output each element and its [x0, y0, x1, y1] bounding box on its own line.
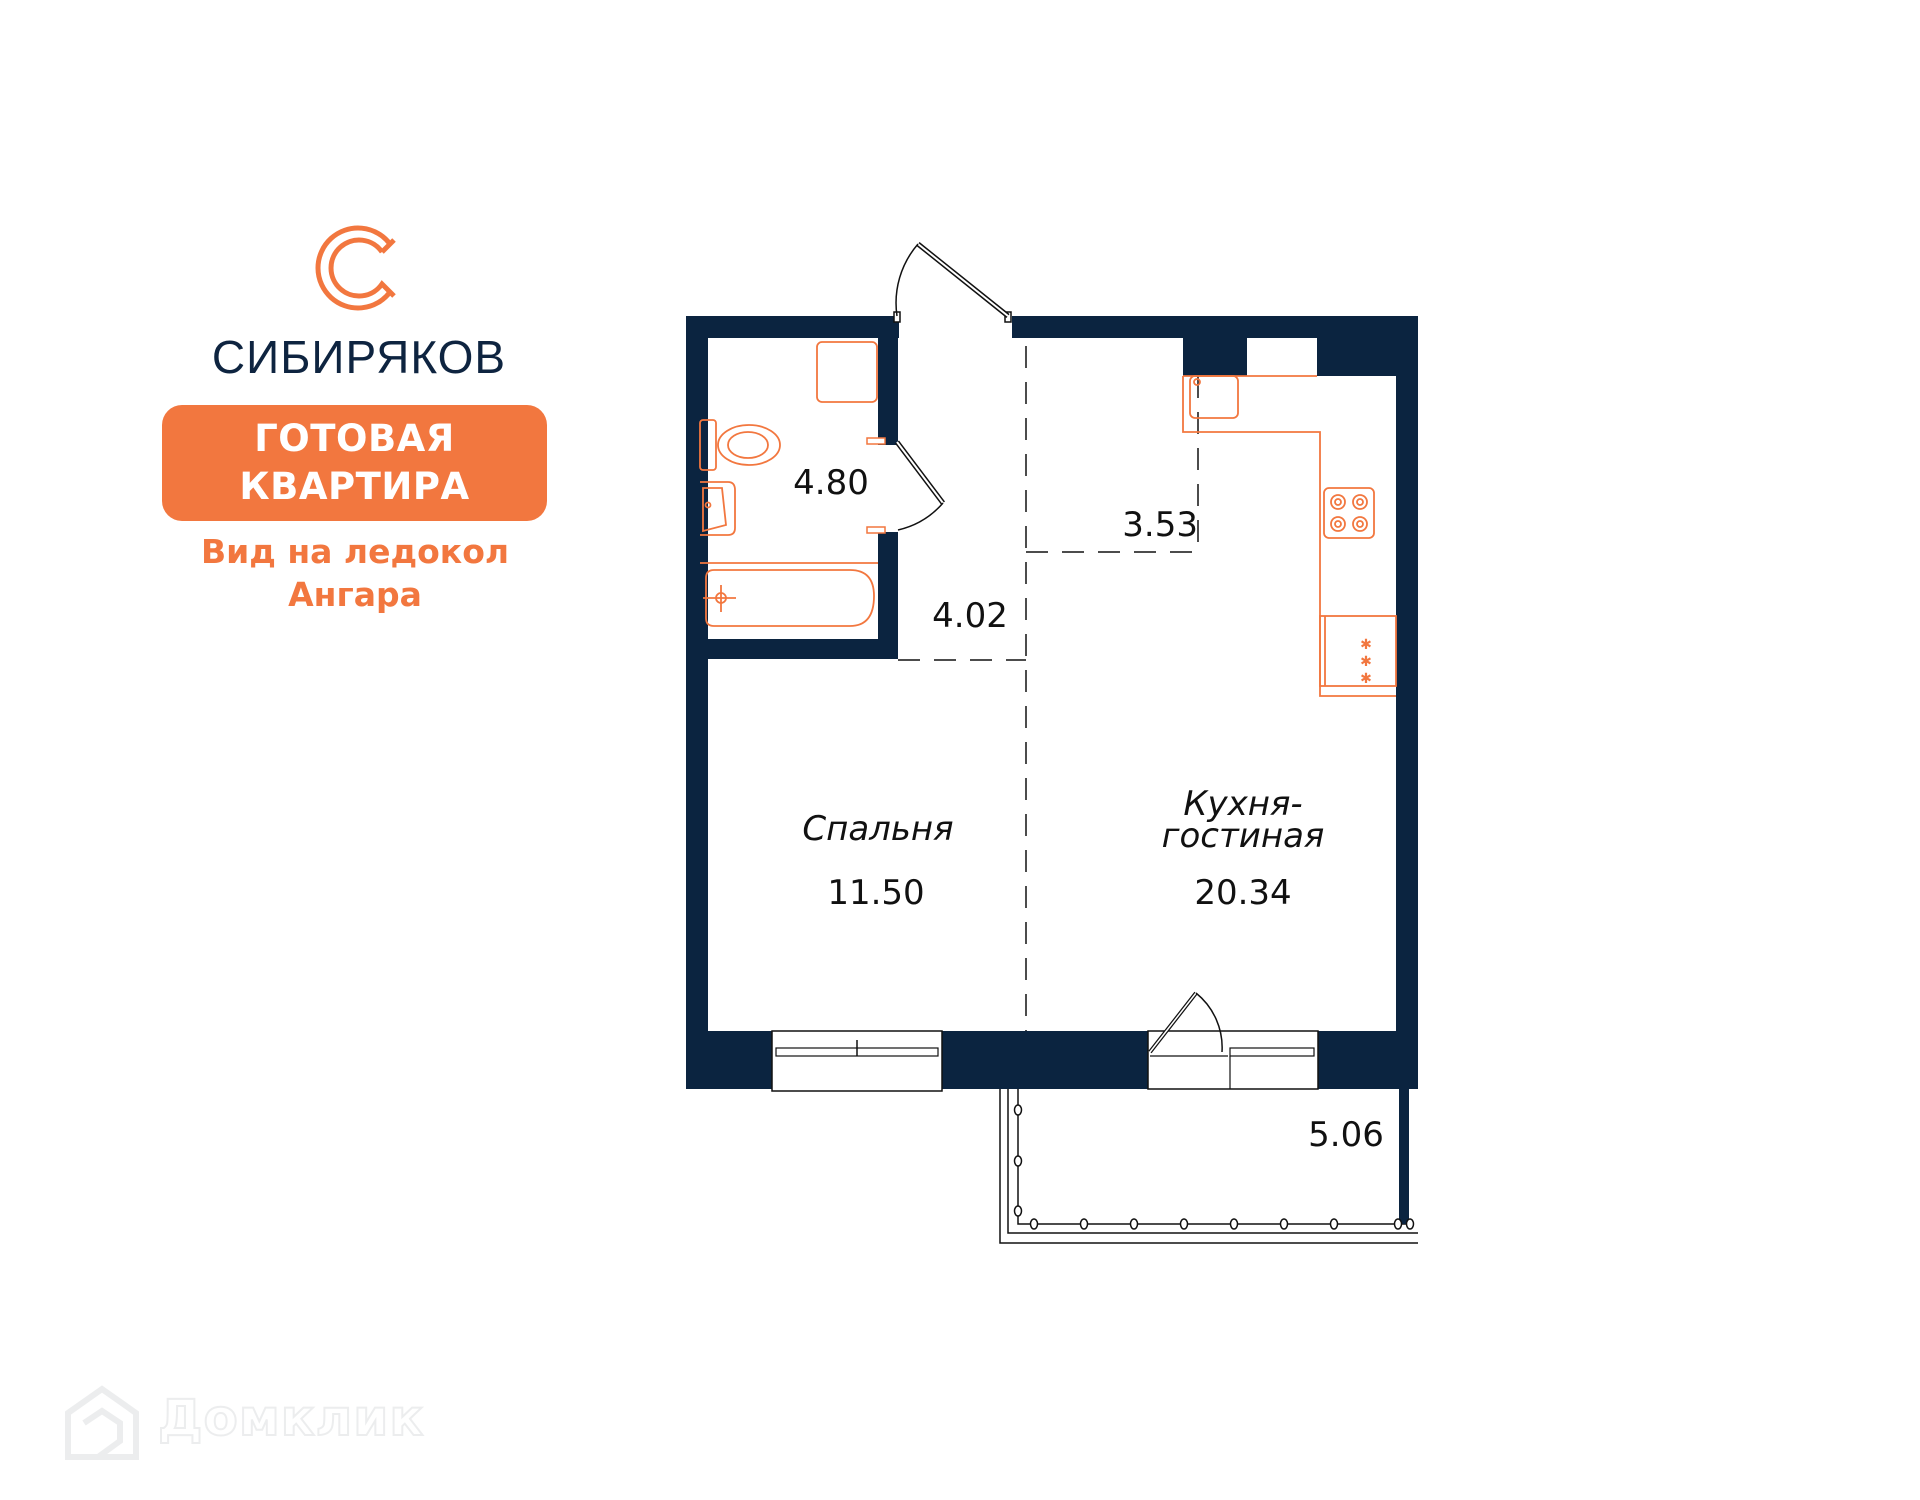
bathroom-area: 4.80: [793, 463, 869, 503]
badge-line-2: КВАРТИРА: [239, 465, 470, 508]
kitchen-living-label-1: Кухня-: [1183, 784, 1302, 824]
bathroom-fixtures: [699, 341, 878, 627]
balcony-area: 5.06: [1308, 1115, 1384, 1155]
svg-text:✱: ✱: [1360, 637, 1372, 653]
svg-text:✱: ✱: [1360, 654, 1372, 670]
kitchen-sink-icon: [1189, 375, 1239, 419]
kitchen-living-label-2: гостиная: [1162, 816, 1325, 856]
house-icon: [65, 1385, 139, 1460]
svg-text:✱: ✱: [1360, 671, 1372, 687]
entry-nook-area: 3.53: [1122, 505, 1198, 545]
cooktop-icon: [1323, 487, 1375, 539]
zone-dividers: [898, 346, 1199, 1031]
watermark-text: Домклик: [157, 1388, 425, 1448]
kitchen-window-with-balcony-door: [1147, 991, 1319, 1090]
kitchen-living-area: 20.34: [1194, 873, 1291, 913]
bathtub-icon: [703, 569, 875, 627]
ready-apartment-badge: ГОТОВАЯ КВАРТИРА: [162, 405, 547, 521]
bedroom-window: [771, 1030, 943, 1092]
letter-c-monogram-icon: [315, 225, 396, 311]
entrance-door: [893, 242, 1012, 323]
bedroom-label: Спальня: [802, 809, 953, 849]
brand-name: СИБИРЯКОВ: [211, 331, 507, 383]
domclick-watermark: Домклик: [62, 1383, 442, 1463]
badge-line-1: ГОТОВАЯ: [254, 417, 455, 460]
sink-icon: [700, 481, 736, 536]
toilet-icon: [699, 419, 781, 471]
bathroom-door: [866, 437, 945, 534]
hallway-area: 4.02: [932, 596, 1008, 636]
fridge-icon: ✱ ✱ ✱: [1319, 615, 1397, 687]
balcony-railing-posts: [1013, 1104, 1415, 1230]
kitchen-fixtures: ✱ ✱ ✱: [1182, 375, 1397, 697]
bedroom-area: 11.50: [827, 873, 924, 913]
washing-machine-icon: [816, 341, 878, 403]
subtitle-line-1: Вид на ледокол: [200, 532, 510, 571]
subtitle-line-2: Ангара: [288, 575, 422, 614]
balcony-outline: [999, 1089, 1418, 1244]
view-subtitle: Вид на ледокол Ангара: [150, 530, 560, 616]
